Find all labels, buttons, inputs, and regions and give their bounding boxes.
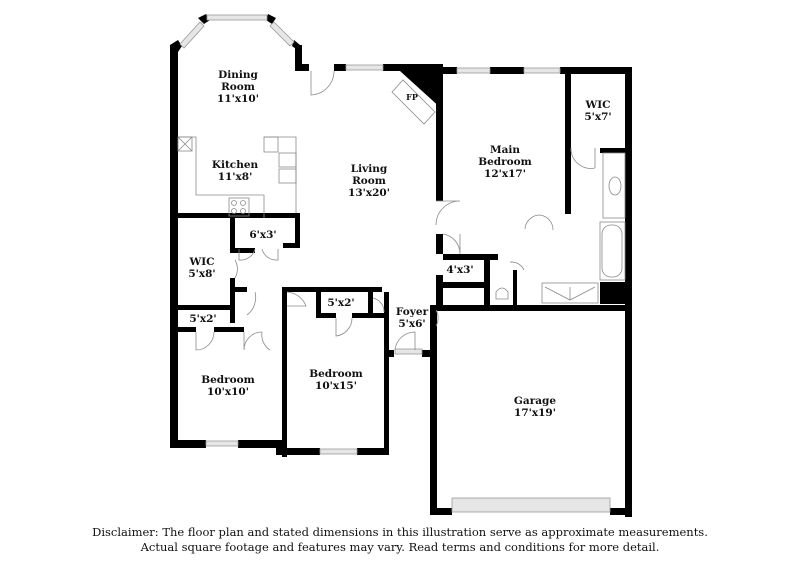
- room-dims: 17'x19': [514, 407, 556, 419]
- room-main-bedroom: Main Bedroom 12'x17': [478, 144, 532, 180]
- disclaimer-line-1: Disclaimer: The floor plan and stated di…: [92, 525, 708, 539]
- room-closet-5x2-left: 5'x2': [189, 313, 216, 325]
- room-wic-main: WIC 5'x7': [584, 99, 611, 123]
- room-dims: 5'x7': [584, 111, 612, 123]
- disclaimer: Disclaimer: The floor plan and stated di…: [0, 525, 800, 555]
- room-dims: 5'x2': [327, 297, 355, 309]
- room-label: Room: [352, 175, 386, 187]
- room-dims: 13'x20': [348, 187, 390, 199]
- room-kitchen: Kitchen 11'x8': [212, 159, 258, 183]
- room-label: Kitchen: [211, 159, 259, 171]
- room-bedroom-10x15: Bedroom 10'x15': [309, 368, 363, 392]
- walls: [170, 14, 632, 517]
- room-label: Main: [489, 144, 521, 156]
- room-closet-4x3: 4'x3': [446, 264, 473, 276]
- room-dims: 5'x2': [189, 313, 217, 325]
- room-dims: 12'x17': [484, 168, 526, 180]
- room-closet-6x3: 6'x3': [249, 229, 276, 241]
- room-dims: 11'x10': [217, 93, 259, 105]
- room-dims: 11'x8': [217, 171, 253, 183]
- room-living: Living Room 13'x20': [348, 163, 390, 199]
- room-label: Foyer: [395, 306, 429, 318]
- room-label: Bedroom: [309, 368, 363, 380]
- room-dims: 6'x3': [249, 229, 277, 241]
- room-label: Garage: [513, 395, 557, 407]
- floor-plan: [170, 14, 632, 517]
- fixtures: [177, 70, 626, 351]
- windows: [179, 14, 611, 513]
- disclaimer-line-2: Actual square footage and features may v…: [140, 540, 660, 554]
- fireplace-label: FP: [406, 92, 418, 102]
- room-dims: 5'x8': [188, 268, 216, 280]
- room-garage: Garage 17'x19': [514, 395, 556, 419]
- room-dims: 5'x6': [398, 318, 426, 330]
- room-label: WIC: [585, 99, 611, 111]
- room-dims: 10'x10': [207, 386, 249, 398]
- room-label: Living: [350, 163, 388, 175]
- room-dims: 4'x3': [446, 264, 474, 276]
- room-label: Dining: [218, 69, 258, 81]
- room-closet-5x2-middle: 5'x2': [327, 297, 354, 309]
- room-bedroom-10x10: Bedroom 10'x10': [201, 374, 255, 398]
- room-label: WIC: [189, 256, 215, 268]
- room-label: Bedroom: [478, 156, 532, 168]
- room-dims: 10'x15': [315, 380, 357, 392]
- room-foyer: Foyer 5'x6': [396, 306, 428, 330]
- room-wic: WIC 5'x8': [188, 256, 215, 280]
- room-label: Room: [221, 81, 255, 93]
- room-dining: Dining Room 11'x10': [217, 69, 259, 105]
- room-label: Bedroom: [201, 374, 255, 386]
